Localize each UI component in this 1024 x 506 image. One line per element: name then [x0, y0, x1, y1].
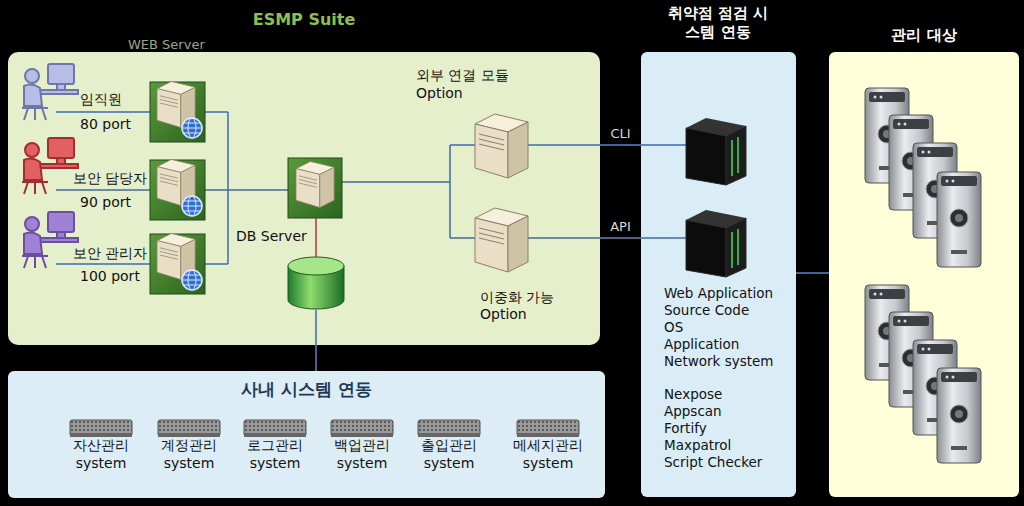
node-item: Web Application — [664, 285, 794, 302]
connector-label: CLI — [608, 126, 632, 142]
part-label: 보안 관리자 — [73, 245, 147, 262]
part-label: 100 port — [80, 268, 140, 285]
group-label: WEB Server — [128, 37, 205, 53]
node-heading: 취약점 점검 시스템 연동 — [663, 4, 773, 42]
connector-line — [600, 237, 641, 239]
node-item: Network system — [664, 353, 794, 370]
node-heading: ESMP Suite — [8, 10, 600, 30]
connector-line — [600, 144, 641, 146]
system-item: 로그관리 system — [233, 437, 317, 474]
node-item: Source Code — [664, 302, 794, 319]
part-label: 외부 연결 모듈 — [416, 67, 509, 84]
node-heading: 자산관리 system — [59, 437, 143, 472]
part-label: DB Server — [236, 228, 307, 245]
part-label: Option — [480, 306, 527, 323]
node-item: Appscan — [664, 403, 794, 420]
node-item: Maxpatrol — [664, 437, 794, 454]
node-item: OS — [664, 319, 794, 336]
node-item: Nexpose — [664, 386, 794, 403]
part-label: Option — [416, 85, 463, 102]
system-item: 자산관리 system — [59, 437, 143, 474]
connector-line — [315, 345, 317, 371]
node-heading: 계정관리 system — [147, 437, 231, 472]
node-heading: 관리 대상 — [829, 26, 1019, 45]
system-item: 계정관리 system — [147, 437, 231, 474]
node-heading: 로그관리 system — [233, 437, 317, 472]
part-label: 90 port — [80, 194, 131, 211]
node-heading: 사내 시스템 연동 — [8, 379, 605, 400]
part-label: 80 port — [80, 116, 131, 133]
system-item: 백업관리 system — [320, 437, 404, 474]
node-item: Application — [664, 336, 794, 353]
node-heading: 메세지관리 system — [506, 437, 590, 472]
node-heading: 출입관리 system — [407, 437, 491, 472]
internal-panel: 사내 시스템 연동자산관리 system계정관리 system로그관리 syst… — [8, 371, 605, 498]
part-label: 보안 담당자 — [73, 170, 147, 187]
system-item: 메세지관리 system — [506, 437, 590, 474]
integration-panel: 취약점 점검 시스템 연동Web ApplicationSource CodeO… — [641, 52, 796, 497]
node-item: Script Checker — [664, 454, 794, 471]
node-heading: 백업관리 system — [320, 437, 404, 472]
connector-line — [796, 272, 829, 274]
part-label: 임직원 — [80, 91, 122, 108]
part-label: 이중화 가능 — [480, 289, 554, 306]
node-item: Fortify — [664, 420, 794, 437]
system-item: 출입관리 system — [407, 437, 491, 474]
target-panel: 관리 대상 — [829, 52, 1019, 497]
connector-label: API — [608, 219, 633, 235]
